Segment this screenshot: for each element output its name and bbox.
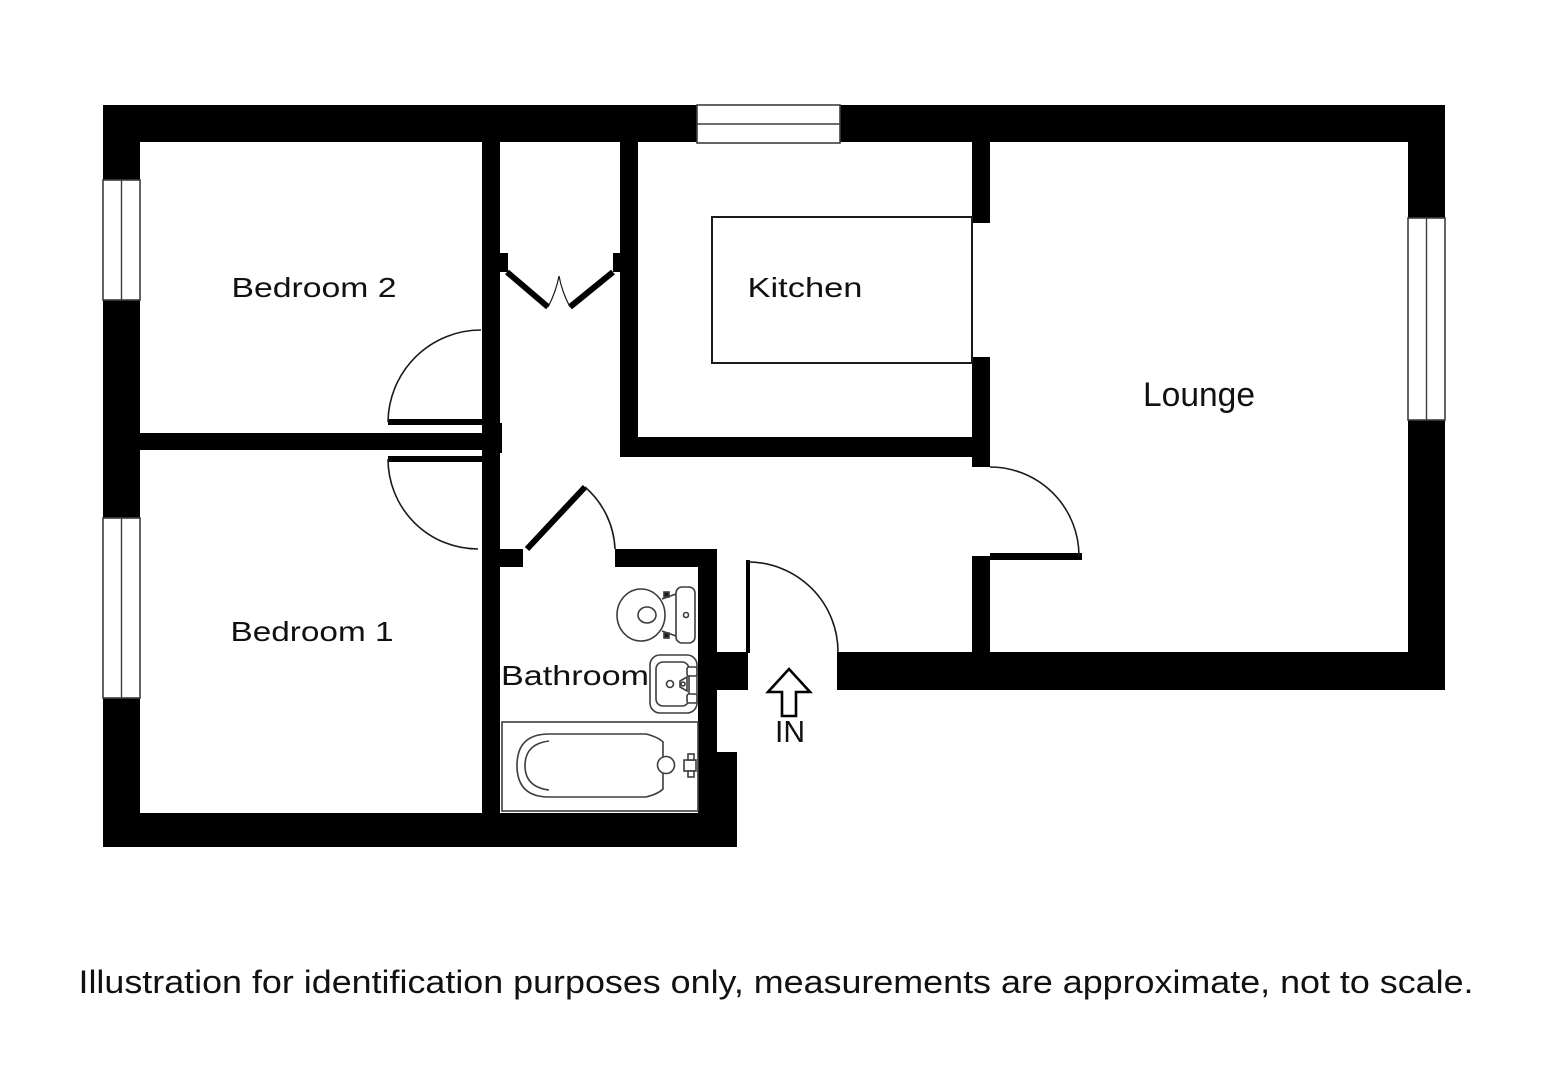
bathroom-north-wall-west: [498, 549, 523, 567]
closet-door-jamb-right: [613, 253, 620, 272]
exterior-wall-left-middle: [103, 300, 140, 518]
closet-door-arc-left: [547, 275, 560, 308]
bedroom1-door-arc: [387, 458, 479, 550]
bathroom-north-wall-east: [615, 549, 717, 567]
closet-door-jamb-left: [500, 253, 508, 272]
label-bedroom2: Bedroom 2: [232, 272, 397, 303]
label-bathroom: Bathroom: [501, 660, 649, 691]
exterior-wall-top-right: [840, 105, 1445, 142]
sink-tap-bottom: [686, 693, 698, 704]
bath-tap-top: [687, 753, 695, 761]
toilet-flush-button: [682, 611, 690, 619]
exterior-wall-south-lounge: [837, 652, 1445, 690]
sink-spout-dot: [680, 681, 686, 687]
bedroom2-east-wall: [482, 142, 500, 423]
bathroom-door-arc: [584, 486, 616, 550]
toilet-bowl-inner: [637, 606, 657, 624]
front-door-leaf: [746, 560, 750, 653]
exterior-wall-bottom: [103, 813, 737, 847]
lounge-divider-middle: [972, 357, 990, 467]
exterior-wall-top-left: [103, 105, 697, 142]
bedroom2-door-leaf: [388, 419, 482, 425]
bedrooms-corner-block: [482, 423, 502, 453]
label-kitchen: Kitchen: [748, 272, 863, 303]
lounge-door-arc: [989, 466, 1080, 557]
kitchen-counter-outline: [711, 216, 973, 364]
bedrooms-divider-wall: [140, 433, 485, 450]
toilet-seat-line-top: [661, 593, 677, 600]
bathroom-door-leaf: [524, 484, 588, 552]
label-in: IN: [775, 714, 805, 749]
lounge-divider-upper: [972, 142, 990, 223]
kitchen-south-wall: [620, 437, 973, 457]
closet-door-leaf-left: [505, 269, 550, 310]
closet-door-arc-right: [558, 275, 571, 308]
lounge-divider-lower: [972, 556, 990, 653]
closet-door-leaf-right: [568, 269, 615, 310]
entrance-arrow: [765, 667, 813, 718]
bath-tub: [516, 733, 664, 798]
bath-tap-bottom: [687, 770, 695, 778]
front-door-arc: [747, 561, 839, 653]
bedroom1-east-wall: [482, 453, 500, 813]
bathroom-east-wall: [698, 567, 717, 813]
bedroom2-door-arc: [387, 329, 482, 423]
exterior-wall-left-upper: [103, 105, 140, 180]
bedroom1-door-leaf: [388, 456, 482, 462]
sink-drain: [665, 679, 675, 689]
label-bedroom1: Bedroom 1: [231, 616, 394, 647]
kitchen-west-wall: [620, 142, 638, 457]
lounge-door-leaf: [990, 553, 1082, 560]
bath-tub-inner-curve: [524, 740, 550, 791]
disclaimer-text: Illustration for identification purposes…: [79, 964, 1474, 1000]
exterior-wall-right-upper: [1408, 105, 1445, 218]
exterior-wall-right-lower: [1408, 420, 1445, 688]
sink-tap-top: [686, 666, 698, 677]
bath-tap-body: [683, 759, 697, 772]
bathroom-corner-block: [717, 752, 737, 813]
label-lounge: Lounge: [1143, 376, 1255, 414]
toilet-seat-line-bottom: [661, 630, 677, 637]
bath-drain: [656, 755, 676, 775]
